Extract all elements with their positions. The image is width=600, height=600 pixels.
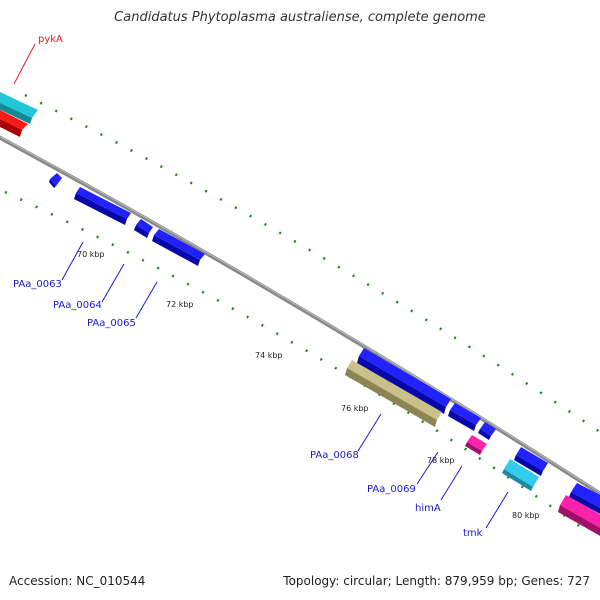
- feature-cds-77kbp[interactable]: [448, 403, 481, 431]
- gene-label-PAa_0069[interactable]: PAa_0069: [367, 484, 416, 495]
- feature-tmk[interactable]: [558, 495, 600, 537]
- pykA-leader-line: [13, 43, 36, 85]
- backbone-arc: [0, 135, 600, 496]
- tmk-leader-line: [485, 491, 509, 529]
- gene-label-tmk[interactable]: tmk: [463, 528, 483, 539]
- kbp-label-80: 80 kbp: [512, 511, 540, 520]
- PAa_0068-leader-line: [357, 413, 382, 452]
- feature-small-arrow-cds[interactable]: [49, 173, 62, 188]
- feature-PAa_0069[interactable]: [465, 435, 487, 455]
- himA-leader-line: [440, 465, 463, 501]
- feature-himA[interactable]: [502, 459, 539, 491]
- gene-label-himA[interactable]: himA: [415, 503, 441, 514]
- kbp-label-76: 76 kbp: [341, 404, 369, 413]
- PAa_0063-leader-line: [61, 241, 84, 281]
- upper-tick-ring: [24, 93, 600, 434]
- kbp-label-70: 70 kbp: [77, 250, 105, 259]
- feature-right-edge-cds[interactable]: [569, 483, 600, 515]
- PAa_0064-leader-line: [101, 263, 125, 303]
- feature-long-cds-75kbp[interactable]: [357, 348, 451, 414]
- feature-pykA-rrna[interactable]: [0, 110, 28, 137]
- gene-label-PAa_0065[interactable]: PAa_0065: [87, 318, 136, 329]
- gene-label-PAa_0064[interactable]: PAa_0064: [53, 300, 102, 311]
- kbp-label-72: 72 kbp: [166, 300, 194, 309]
- feature-PAa_0065[interactable]: [152, 229, 205, 266]
- gene-label-PAa_0063[interactable]: PAa_0063: [13, 279, 62, 290]
- gene-label-PAa_0068[interactable]: PAa_0068: [310, 450, 359, 461]
- accession-label: Accession: NC_010544: [9, 574, 146, 588]
- feature-PAa_0068[interactable]: [345, 360, 442, 427]
- PAa_0069-leader-line: [416, 451, 439, 485]
- feature-PAa_0063[interactable]: [74, 187, 131, 225]
- kbp-label-74: 74 kbp: [255, 351, 283, 360]
- genome-summary-label: Topology: circular; Length: 879,959 bp; …: [283, 574, 590, 588]
- gene-label-pykA[interactable]: pykA: [38, 34, 63, 45]
- PAa_0065-leader-line: [135, 281, 158, 319]
- feature-pykA-trna[interactable]: [0, 92, 38, 124]
- map-title: Candidatus Phytoplasma australiense, com…: [114, 10, 486, 25]
- kbp-label-78: 78 kbp: [427, 456, 455, 465]
- feature-PAa_0064[interactable]: [134, 219, 153, 238]
- feature-cds-78kbp[interactable]: [478, 422, 496, 440]
- feature-cds-79kbp[interactable]: [514, 447, 548, 476]
